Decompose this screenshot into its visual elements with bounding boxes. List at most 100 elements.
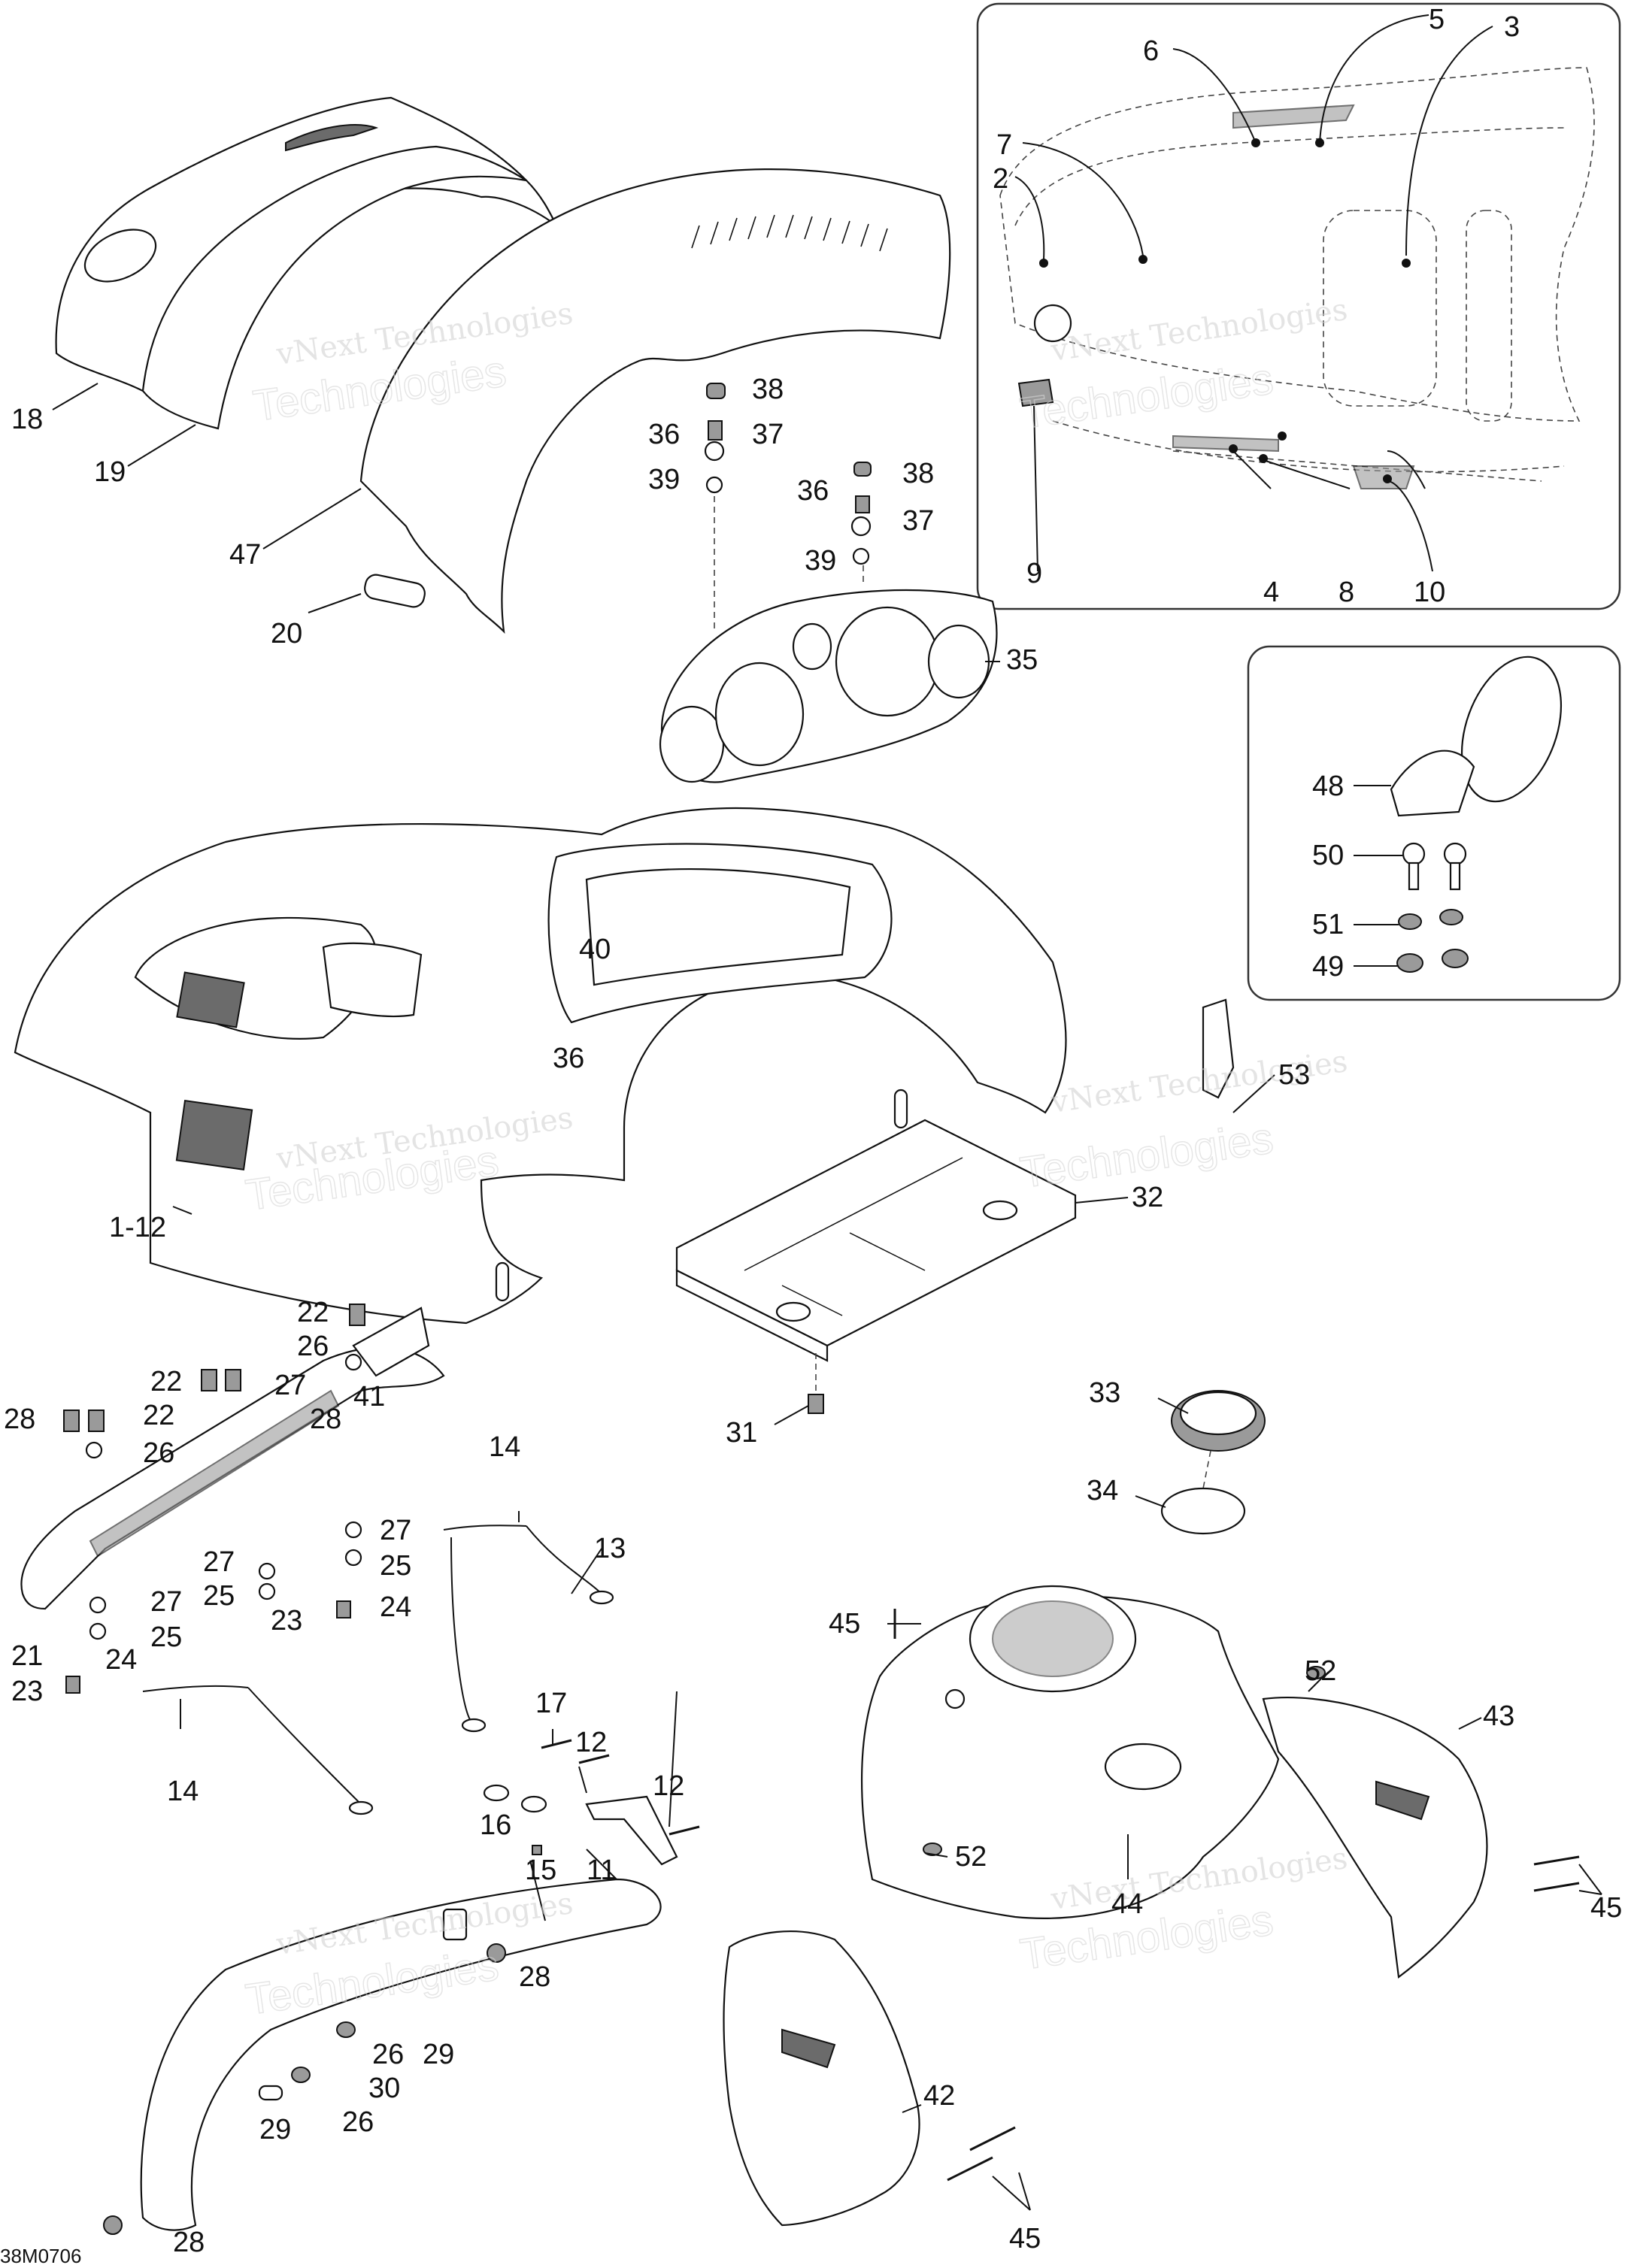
callout: 23 [11,1676,43,1707]
callout: 48 [1312,771,1344,802]
callout: 6 [1143,35,1159,67]
fasteners-36-39 [704,383,872,631]
callout: 7 [996,129,1012,161]
bracket-53 [1202,998,1235,1099]
callout: 27 [380,1515,411,1546]
callout: 37 [752,419,784,450]
bolt-31 [808,1353,824,1414]
clip-20 [364,574,426,608]
callout: 19 [94,456,126,488]
callout: 26 [372,2039,404,2070]
callout: 16 [480,1809,511,1841]
callout: 25 [203,1580,235,1612]
callout: 27 [274,1370,306,1401]
callout: 30 [368,2073,400,2104]
inset-box-top [976,2,1621,610]
callout: 4 [1263,577,1279,608]
callout: 49 [1312,951,1344,983]
latch-11 [483,1739,700,1866]
callout: 28 [173,2227,205,2258]
callout: 26 [143,1437,174,1469]
callout: 37 [902,505,934,537]
callout: 12 [575,1727,607,1758]
callout: 36 [648,419,680,450]
leader-lines [52,14,1602,2211]
callout: 51 [1312,909,1344,940]
inset-body-dashed [999,67,1595,489]
callout: 36 [553,1043,584,1074]
callout-labels: 18 19 47 20 6 5 3 7 2 9 4 8 10 38 36 37 … [4,4,1622,2258]
callout: 34 [1087,1475,1118,1506]
console-cover-44 [860,1585,1280,1919]
callout: 23 [271,1605,302,1637]
callout: 27 [150,1586,182,1618]
callout: 12 [653,1770,684,1802]
callout: 15 [525,1855,556,1886]
callout: 25 [150,1622,182,1653]
callout: 26 [297,1331,329,1362]
fuel-cap-33-34 [1160,1390,1266,1535]
callout: 27 [203,1546,235,1578]
callout: 2 [993,163,1008,195]
support-21 [20,1307,445,1610]
callout: 3 [1504,11,1520,43]
svg-text:vNext Technologies: vNext Technologies [1048,292,1350,368]
callout: 39 [648,464,680,495]
side-panel-42 [723,1930,920,2227]
rivets-45-52 [893,1609,1580,2182]
callout: 22 [143,1400,174,1431]
callout: 21 [11,1640,43,1672]
callout: 44 [1111,1888,1143,1920]
mirror-48 [1390,656,1563,817]
callout: 50 [1312,840,1344,871]
fender-47 [359,168,951,634]
callout: 5 [1429,4,1445,35]
callout: 45 [829,1608,860,1640]
callout: 42 [923,2080,955,2112]
callout: 26 [342,2106,374,2138]
callout: 8 [1339,577,1354,608]
callout: 25 [380,1550,411,1582]
callout: 20 [271,618,302,650]
main-hood-1-12 [14,807,1067,1325]
callout: 28 [4,1403,35,1435]
callout: 33 [1089,1377,1120,1409]
callout: 1-12 [109,1212,166,1243]
callout: 41 [353,1381,385,1413]
callout: 38 [902,458,934,489]
callout: 29 [259,2114,291,2145]
callout: 52 [955,1841,987,1873]
hardware-22-28 [63,1304,365,1694]
callout: 24 [105,1644,137,1676]
inset-box-mirror [1247,645,1621,1001]
callout: 36 [797,475,829,507]
side-panel-43 [1262,1697,1488,1979]
diagram-code: 38M0706 [0,2245,81,2267]
callout: 13 [594,1533,626,1564]
side-panel-19 [141,145,527,430]
callout: 52 [1305,1655,1336,1687]
callout: 45 [1590,1892,1622,1924]
mirror-hardware [1396,842,1469,973]
callout: 14 [167,1776,199,1807]
callout: 11 [587,1855,616,1886]
callout: 10 [1414,577,1445,608]
callout: 47 [229,539,261,571]
callout: 35 [1006,644,1038,676]
callout: 32 [1132,1182,1163,1213]
callout: 40 [579,934,611,965]
callout: 28 [519,1961,550,1993]
bumper-29-30 [103,1878,662,2235]
callout: 29 [423,2039,454,2070]
callout: 18 [11,404,43,435]
callout: 39 [805,545,836,577]
callout: 22 [297,1297,329,1328]
callout: 38 [752,374,784,405]
callout: 28 [310,1403,341,1435]
callout: 17 [535,1688,567,1719]
callout: 45 [1009,2223,1041,2254]
callout: 43 [1483,1700,1514,1732]
callout: 31 [726,1417,757,1449]
